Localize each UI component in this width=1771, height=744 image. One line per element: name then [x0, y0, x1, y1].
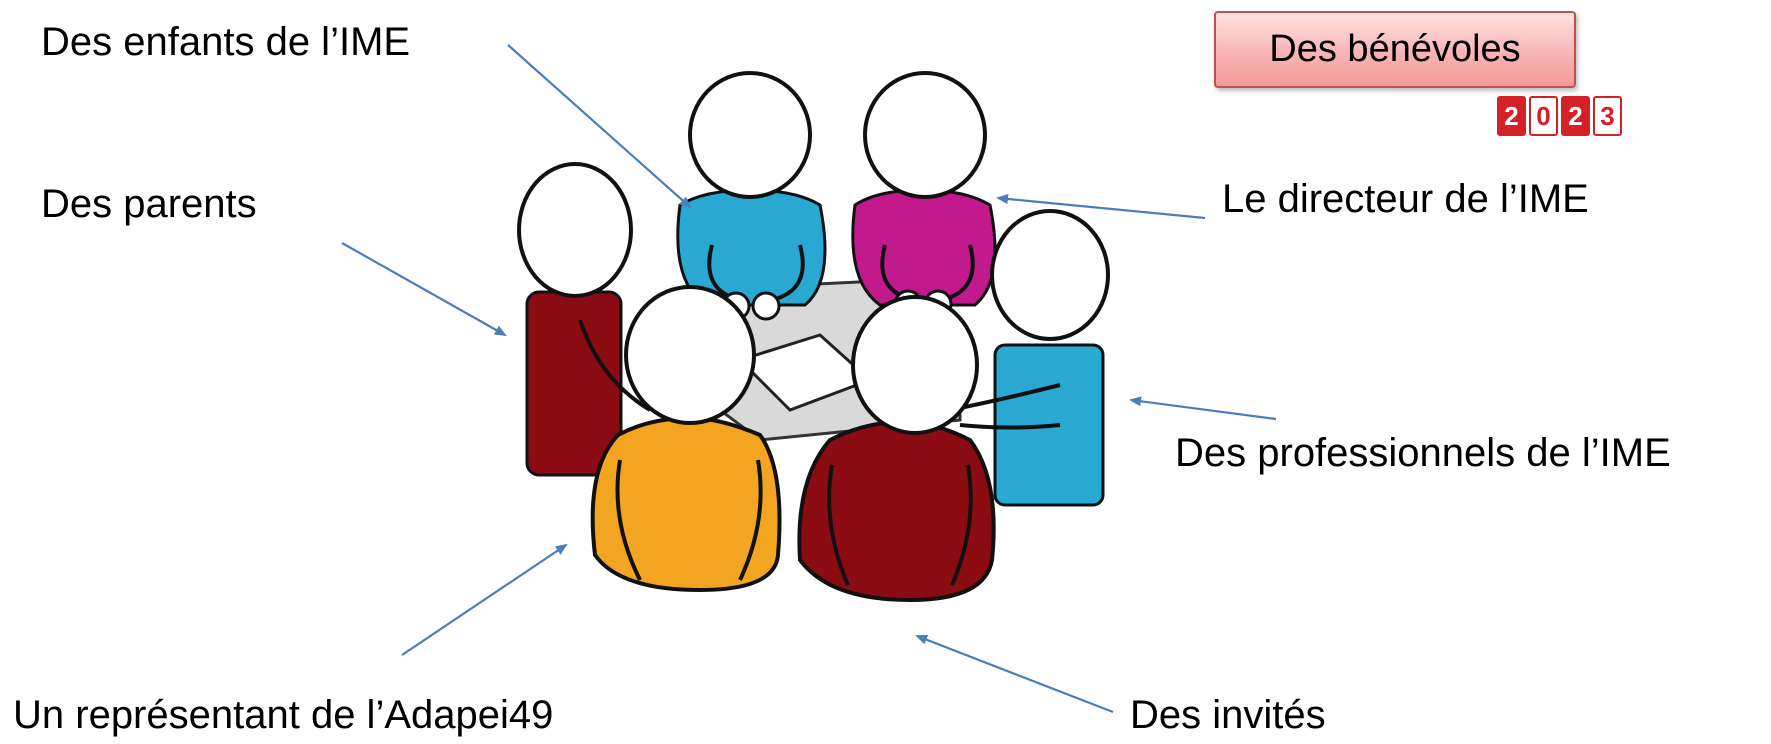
arrow-directeur [996, 193, 1206, 220]
label-directeur: Le directeur de l’IME [1222, 177, 1589, 221]
parent-figure [517, 162, 652, 477]
label-parents: Des parents [41, 182, 257, 226]
label-invites: Des invités [1130, 693, 1326, 737]
arrow-invites [915, 634, 1114, 714]
benevoles-label: Des bénévoles [1269, 28, 1521, 70]
year-digit: 3 [1593, 96, 1622, 136]
year-digit: 2 [1561, 96, 1590, 136]
year-digit: 0 [1529, 96, 1558, 136]
arrow-representant [401, 543, 568, 656]
guest-figure [797, 295, 996, 603]
director-figure [851, 71, 997, 319]
label-enfants: Des enfants de l’IME [41, 20, 411, 64]
arrow-professionnels [1129, 396, 1277, 421]
arrow-enfants [507, 44, 692, 209]
representative-figure [590, 285, 782, 593]
label-professionnels: Des professionnels de l’IME [1175, 431, 1671, 475]
benevoles-box: Des bénévoles [1214, 11, 1576, 88]
professional-figure [949, 209, 1110, 507]
year-badge: 2 0 2 3 [1497, 96, 1622, 136]
year-digit: 2 [1497, 96, 1526, 136]
label-representant: Un représentant de l’Adapei49 [13, 693, 554, 737]
child-figure [676, 71, 827, 321]
arrow-parents [341, 242, 507, 336]
